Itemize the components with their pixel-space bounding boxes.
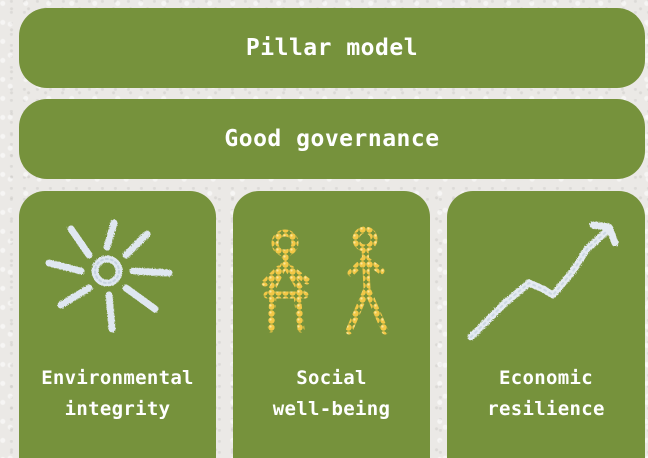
pillar-social: Social well-being — [233, 191, 430, 458]
pillar-label-line1: Economic — [499, 367, 593, 389]
pillar-environmental: Environmental integrity — [19, 191, 216, 458]
pillar-label-line2: resilience — [487, 398, 605, 420]
people-icon — [261, 226, 389, 335]
pillar-model-banner: Pillar model — [19, 8, 645, 88]
pillar-label-line1: Environmental — [41, 367, 194, 389]
rising-arrow-icon — [467, 221, 619, 341]
sun-icon — [45, 219, 173, 333]
diagram-title: Pillar model — [245, 35, 419, 61]
good-governance-banner: Good governance — [19, 99, 645, 179]
pillar-label-line1: Social — [296, 367, 367, 389]
pillar-economic: Economic resilience — [447, 191, 645, 458]
pillar-label-line2: well-being — [272, 398, 391, 420]
pillar-label-line2: integrity — [64, 398, 171, 420]
foundation-label: Good governance — [224, 126, 440, 152]
